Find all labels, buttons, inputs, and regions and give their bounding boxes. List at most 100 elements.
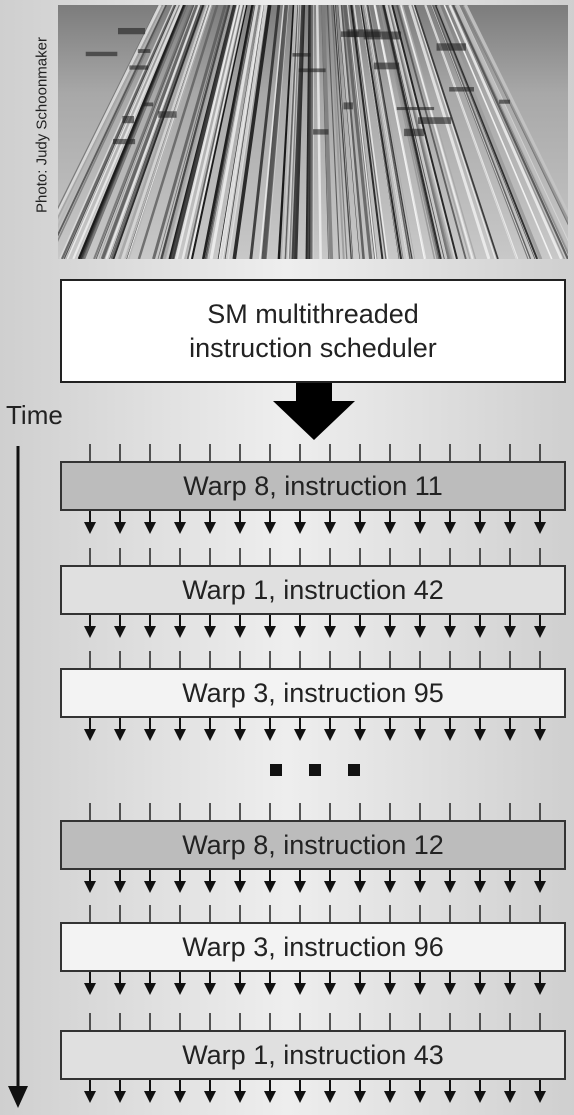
thread-output-arrowhead	[474, 983, 486, 995]
thread-output-arrowhead	[354, 1091, 366, 1103]
thread-output-arrowhead	[504, 522, 516, 534]
thread-output-arrowhead	[474, 626, 486, 638]
thread-output-arrowhead	[384, 881, 396, 893]
time-label: Time	[6, 400, 63, 430]
thread-output-arrowhead	[384, 983, 396, 995]
scheduler-down-arrow	[273, 383, 355, 440]
thread-output-arrowhead	[234, 1091, 246, 1103]
thread-output-arrowhead	[294, 1091, 306, 1103]
thread-output-arrowhead	[354, 522, 366, 534]
warp-instruction-label: Warp 1, instruction 42	[182, 574, 444, 605]
warp-instruction-box: Warp 3, instruction 96	[60, 922, 566, 972]
ellipsis-dot	[348, 764, 360, 776]
thread-output-arrowhead	[324, 729, 336, 741]
thread-output-arrowhead	[474, 522, 486, 534]
warp-instruction-label: Warp 3, instruction 96	[182, 931, 444, 962]
thread-output-arrowhead	[294, 522, 306, 534]
thread-output-arrowhead	[204, 881, 216, 893]
thread-output-arrowhead	[264, 881, 276, 893]
thread-output-arrowhead	[204, 983, 216, 995]
thread-output-arrowhead	[144, 983, 156, 995]
warp-instruction-box: Warp 8, instruction 11	[60, 461, 566, 511]
ellipsis-dot	[270, 764, 282, 776]
thread-output-arrowhead	[264, 983, 276, 995]
warp-instruction-label: Warp 1, instruction 43	[182, 1039, 444, 1070]
thread-output-arrowhead	[324, 626, 336, 638]
thread-output-arrowhead	[354, 626, 366, 638]
thread-output-arrowhead	[234, 881, 246, 893]
thread-output-arrowhead	[174, 1091, 186, 1103]
thread-output-arrowhead	[294, 729, 306, 741]
thread-output-arrowhead	[294, 626, 306, 638]
thread-output-arrowhead	[324, 881, 336, 893]
thread-output-arrowhead	[264, 522, 276, 534]
thread-output-arrowhead	[474, 1091, 486, 1103]
warp-instruction-box: Warp 3, instruction 95	[60, 668, 566, 718]
thread-output-arrowhead	[84, 881, 96, 893]
thread-output-arrowhead	[84, 729, 96, 741]
thread-output-arrowhead	[354, 729, 366, 741]
thread-output-arrowhead	[234, 729, 246, 741]
warp-instruction-box: Warp 1, instruction 42	[60, 565, 566, 615]
thread-output-arrowhead	[264, 626, 276, 638]
thread-output-arrowhead	[504, 1091, 516, 1103]
thread-output-arrowhead	[534, 1091, 546, 1103]
thread-output-arrowhead	[174, 983, 186, 995]
thread-output-arrowhead	[234, 522, 246, 534]
thread-output-arrowhead	[114, 983, 126, 995]
thread-output-arrowhead	[264, 729, 276, 741]
thread-output-arrowhead	[444, 522, 456, 534]
thread-output-arrowhead	[234, 626, 246, 638]
thread-output-arrowhead	[84, 1091, 96, 1103]
thread-output-arrowhead	[354, 983, 366, 995]
thread-output-arrowhead	[384, 729, 396, 741]
thread-output-arrowhead	[444, 1091, 456, 1103]
warp-instruction-box: Warp 1, instruction 43	[60, 1030, 566, 1080]
thread-output-arrowhead	[384, 626, 396, 638]
time-axis-arrowhead	[8, 1086, 28, 1108]
thread-output-arrowhead	[324, 1091, 336, 1103]
thread-output-arrowhead	[504, 881, 516, 893]
thread-output-arrowhead	[144, 1091, 156, 1103]
thread-output-arrowhead	[444, 626, 456, 638]
thread-output-arrowhead	[84, 626, 96, 638]
scheduler-line-2: instruction scheduler	[189, 333, 437, 363]
thread-output-arrowhead	[444, 729, 456, 741]
warp-instruction-label: Warp 8, instruction 12	[182, 829, 444, 860]
scheduler-line-1: SM multithreaded	[207, 299, 419, 329]
thread-output-arrowhead	[144, 881, 156, 893]
loom-photo	[58, 5, 568, 259]
thread-output-arrowhead	[174, 729, 186, 741]
warp-instruction-label: Warp 8, instruction 11	[183, 470, 443, 501]
thread-output-arrowhead	[174, 881, 186, 893]
thread-output-arrowhead	[204, 729, 216, 741]
thread-output-arrowhead	[294, 881, 306, 893]
thread-output-arrowhead	[114, 626, 126, 638]
thread-output-arrowhead	[414, 983, 426, 995]
thread-output-arrowhead	[144, 729, 156, 741]
thread-output-arrowhead	[114, 522, 126, 534]
thread-output-arrowhead	[534, 522, 546, 534]
thread-output-arrowhead	[174, 626, 186, 638]
thread-output-arrowhead	[324, 983, 336, 995]
thread-output-arrowhead	[384, 522, 396, 534]
thread-output-arrowhead	[414, 729, 426, 741]
ellipsis-dot	[309, 764, 321, 776]
thread-output-arrowhead	[414, 626, 426, 638]
thread-output-arrowhead	[114, 881, 126, 893]
warp-instruction-label: Warp 3, instruction 95	[182, 677, 444, 708]
thread-output-arrowhead	[384, 1091, 396, 1103]
thread-output-arrowhead	[204, 522, 216, 534]
thread-output-arrowhead	[84, 983, 96, 995]
thread-output-arrowhead	[294, 983, 306, 995]
thread-output-arrowhead	[324, 522, 336, 534]
thread-output-arrowhead	[234, 983, 246, 995]
thread-output-arrowhead	[534, 626, 546, 638]
thread-output-arrowhead	[204, 1091, 216, 1103]
thread-output-arrowhead	[84, 522, 96, 534]
thread-output-arrowhead	[414, 881, 426, 893]
thread-output-arrowhead	[504, 626, 516, 638]
warp-instruction-box: Warp 8, instruction 12	[60, 820, 566, 870]
thread-output-arrowhead	[414, 522, 426, 534]
